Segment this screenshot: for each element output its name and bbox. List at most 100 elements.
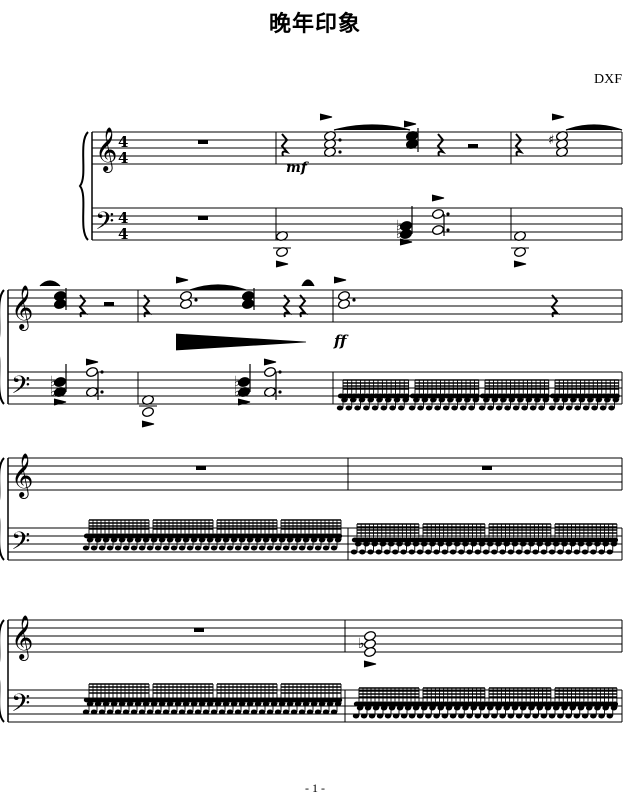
whole-rest xyxy=(196,466,206,470)
tie-arc xyxy=(39,280,61,287)
whole-rest xyxy=(198,140,208,144)
sixteenth-run xyxy=(210,683,279,715)
sixteenth-run xyxy=(336,379,410,411)
treble-staff-2 xyxy=(8,289,622,323)
time-signature: 4 xyxy=(118,133,128,151)
notehead xyxy=(338,291,350,301)
accent-mark xyxy=(319,113,333,121)
sixteenth-run xyxy=(416,523,487,555)
quarter-rest xyxy=(282,294,293,318)
augmentation-dot xyxy=(278,390,282,394)
augmentation-dot xyxy=(446,228,450,232)
accent-mark xyxy=(431,194,445,202)
sixteenth-run xyxy=(274,519,343,551)
notehead xyxy=(180,291,192,301)
sixteenth-run xyxy=(274,683,343,715)
page-number: - 1 - xyxy=(305,781,325,795)
notehead xyxy=(264,387,276,397)
time-signature: 4 xyxy=(118,209,128,227)
treble-clef-icon: 𝄞 xyxy=(95,127,117,173)
treble-staff-1 xyxy=(92,131,622,165)
accent-mark xyxy=(403,120,417,128)
accent-mark xyxy=(399,238,413,246)
bass-staff-1 xyxy=(92,207,622,241)
flat-icon: ♭ xyxy=(358,636,365,652)
sixteenth-run xyxy=(482,523,553,555)
crescendo-hairpin xyxy=(175,333,307,351)
accent-mark xyxy=(85,358,99,366)
bass-clef-icon: 𝄢 xyxy=(11,371,30,406)
quarter-rest xyxy=(514,133,525,157)
notehead xyxy=(406,139,418,149)
bass-clef-icon: 𝄢 xyxy=(11,689,30,724)
augmentation-dot xyxy=(338,138,342,142)
sixteenth-run xyxy=(82,683,151,715)
notehead xyxy=(142,395,154,405)
notehead xyxy=(142,407,154,417)
notehead xyxy=(324,131,336,141)
notehead xyxy=(86,367,98,377)
treble-clef-icon: 𝄞 xyxy=(11,285,33,331)
accent-mark xyxy=(333,276,347,284)
augmentation-dot xyxy=(352,298,356,302)
brace-3 xyxy=(0,457,5,561)
accent-mark xyxy=(141,420,155,428)
sixteenth-run xyxy=(350,523,421,555)
bass-clef-icon: 𝄢 xyxy=(95,207,114,242)
svg-text:4: 4 xyxy=(118,149,128,167)
flat-icon: ♭ xyxy=(234,384,241,400)
quarter-rest xyxy=(142,294,153,318)
augmentation-dot xyxy=(194,298,198,302)
augmentation-dot xyxy=(338,150,342,154)
notehead xyxy=(514,247,526,257)
notehead xyxy=(432,225,444,235)
treble-clef-icon: 𝄞 xyxy=(11,453,33,499)
notehead xyxy=(54,377,66,387)
quarter-rest xyxy=(280,133,291,157)
notehead xyxy=(276,247,288,257)
brace-1 xyxy=(78,131,89,241)
dynamic-ff: ff xyxy=(333,332,349,350)
score-title: 晚年印象 xyxy=(268,12,361,37)
flat-icon: ♭ xyxy=(396,226,403,242)
notehead xyxy=(364,647,376,657)
notehead xyxy=(556,131,568,141)
sixteenth-run xyxy=(408,379,480,411)
flat-icon: ♭ xyxy=(396,218,403,234)
notehead xyxy=(432,209,444,219)
augmentation-dot xyxy=(446,212,450,216)
accent-mark xyxy=(263,358,277,366)
notehead xyxy=(324,147,336,157)
accent-mark xyxy=(175,276,189,284)
accent-mark xyxy=(513,260,527,268)
flat-icon: ♭ xyxy=(234,374,241,390)
accent-mark xyxy=(275,260,289,268)
whole-note xyxy=(276,231,288,241)
tie-arc xyxy=(189,284,247,291)
sixteenth-run xyxy=(416,687,487,719)
brace-2 xyxy=(0,289,5,405)
notehead xyxy=(86,387,98,397)
accent-mark xyxy=(551,113,565,121)
whole-rest xyxy=(194,628,204,632)
sixteenth-run xyxy=(548,523,619,555)
bass-clef-icon: 𝄢 xyxy=(11,527,30,562)
sixteenth-run xyxy=(548,687,619,719)
sharp-icon: ♯ xyxy=(548,133,554,148)
notehead xyxy=(556,147,568,157)
notehead xyxy=(54,387,66,397)
accent-mark xyxy=(363,660,377,668)
flat-icon: ♭ xyxy=(50,384,57,400)
quarter-rest xyxy=(78,294,89,318)
quarter-rest xyxy=(436,133,447,157)
whole-rest xyxy=(482,466,492,470)
composer-name: DXF xyxy=(593,72,622,87)
tie-arc xyxy=(565,124,623,131)
sixteenth-run xyxy=(82,519,151,551)
svg-text:4: 4 xyxy=(118,225,128,243)
quarter-rest xyxy=(550,294,561,318)
sixteenth-run xyxy=(478,379,550,411)
sixteenth-run xyxy=(146,683,215,715)
treble-staff-3 xyxy=(8,457,622,491)
